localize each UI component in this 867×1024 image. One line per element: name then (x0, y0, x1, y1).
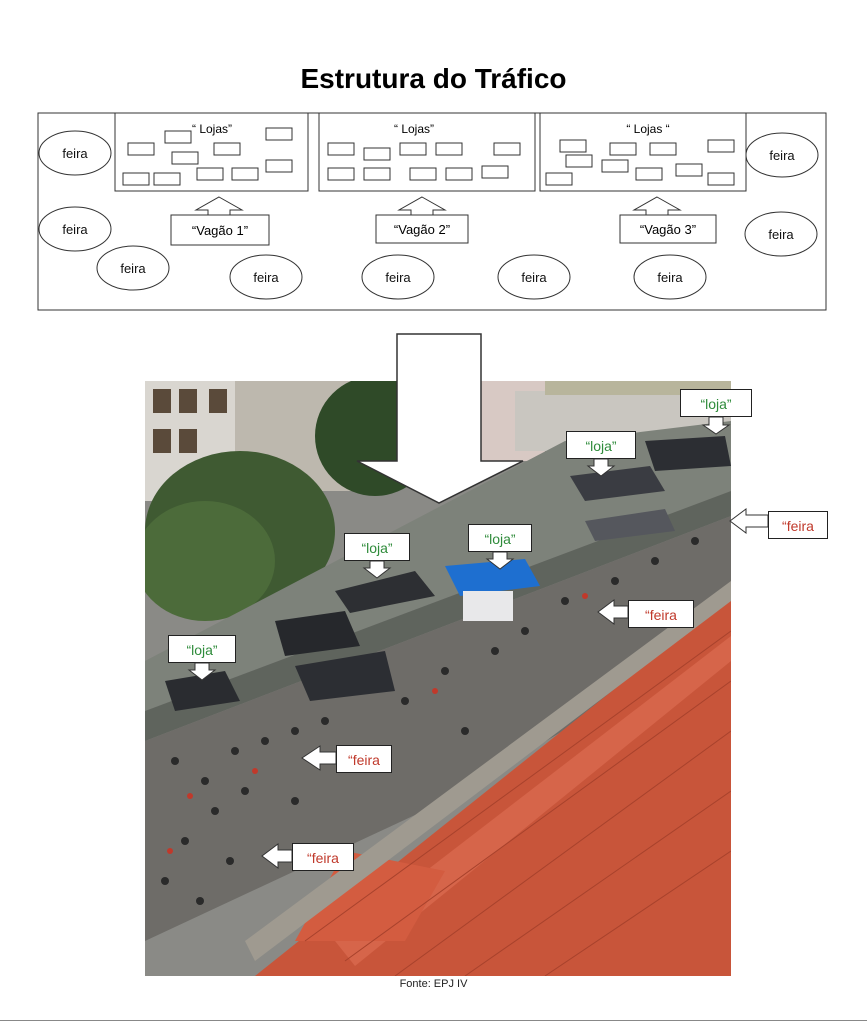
feira-ellipse: feira (633, 254, 707, 300)
store-group-1: “ Lojas” (114, 112, 309, 192)
feira-ellipse: feira (96, 245, 170, 291)
loja-label: “loja” (468, 524, 532, 552)
vagao-label: “Vagão 1” (192, 223, 248, 238)
vagao-label: “Vagão 3” (640, 222, 696, 237)
feira-label: “feira (292, 843, 354, 871)
feira-label: “feira (768, 511, 828, 539)
feira-ellipse: feira (229, 254, 303, 300)
svg-text:feira: feira (120, 261, 146, 276)
lojas-label: “ Lojas” (394, 122, 434, 136)
svg-text:feira: feira (521, 270, 547, 285)
feira-ellipse: feira (745, 132, 819, 178)
store-group-3: “ Lojas “ (539, 112, 747, 192)
feira-ellipse: feira (361, 254, 435, 300)
svg-text:feira: feira (62, 146, 88, 161)
aerial-photo (145, 381, 731, 976)
loja-label: “loja” (344, 533, 410, 561)
feira-ellipse: feira (497, 254, 571, 300)
source-caption: Fonte: EPJ IV (399, 978, 468, 990)
feira-ellipse: feira (744, 211, 818, 257)
feira-label: “feira (628, 600, 694, 628)
store-group-2: “ Lojas” (318, 112, 536, 192)
vagao-box-3: “Vagão 3” (619, 214, 717, 244)
bottom-divider (0, 1020, 867, 1021)
svg-text:feira: feira (385, 270, 411, 285)
svg-text:feira: feira (768, 227, 794, 242)
lojas-label: “ Lojas “ (626, 122, 669, 136)
loja-label: “loja” (680, 389, 752, 417)
traffic-structure-diagram: “ Lojas” “ Lojas” “ Lojas “ (37, 112, 827, 311)
aerial-photo-illustration (145, 381, 731, 976)
svg-text:feira: feira (769, 148, 795, 163)
lojas-label: “ Lojas” (192, 122, 232, 136)
feira-ellipse: feira (38, 130, 112, 176)
page-title: Estrutura do Tráfico (300, 63, 567, 94)
svg-text:feira: feira (657, 270, 683, 285)
vagao-box-2: “Vagão 2” (375, 214, 469, 244)
svg-text:feira: feira (253, 270, 279, 285)
vagao-box-1: “Vagão 1” (170, 214, 270, 246)
down-arrow-icon (356, 333, 524, 504)
loja-label: “loja” (566, 431, 636, 459)
vagao-label: “Vagão 2” (394, 222, 450, 237)
svg-text:feira: feira (62, 222, 88, 237)
feira-label: “feira (336, 745, 392, 773)
left-arrow-icon (729, 508, 769, 534)
feira-ellipse: feira (38, 206, 112, 252)
loja-label: “loja” (168, 635, 236, 663)
